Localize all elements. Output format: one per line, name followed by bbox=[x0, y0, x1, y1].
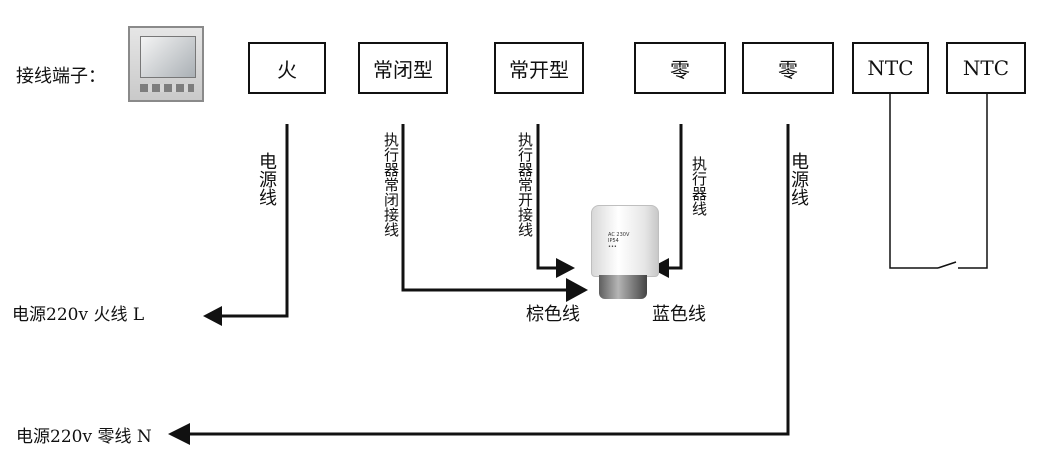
wire-ntc bbox=[889, 94, 988, 269]
label-brown-wire: 棕色线 bbox=[526, 304, 580, 325]
wire-fire bbox=[215, 124, 289, 318]
arrow-icon bbox=[650, 258, 669, 278]
terminal-ntc-2: NTC bbox=[946, 42, 1026, 94]
terminal-fire: 火 bbox=[248, 42, 326, 94]
terminal-ntc-1: NTC bbox=[852, 42, 929, 94]
wire-nc bbox=[401, 124, 570, 292]
arrow-icon bbox=[168, 423, 190, 445]
wire-zero2 bbox=[185, 124, 790, 436]
thermostat-icon bbox=[128, 26, 204, 102]
actuator-cap: AC 230V IP54 ••• bbox=[591, 205, 659, 277]
label-blue-wire: 蓝色线 bbox=[652, 304, 706, 325]
arrow-icon bbox=[203, 306, 222, 326]
terminal-zero-1: 零 bbox=[634, 42, 726, 94]
label-neutral-n: 电源220v 零线 N bbox=[16, 427, 152, 447]
actuator-ring bbox=[599, 275, 647, 299]
label-actuator-nc: 执行器常闭接线 bbox=[378, 132, 400, 237]
thermostat-keys bbox=[140, 84, 194, 92]
arrow-icon bbox=[566, 278, 588, 302]
label-actuator-zero: 执行器线 bbox=[686, 156, 708, 216]
terminal-zero-2: 零 bbox=[742, 42, 834, 94]
actuator-spec-text: AC 230V IP54 ••• bbox=[608, 232, 630, 250]
arrow-icon bbox=[556, 258, 575, 278]
terminal-normally-open: 常开型 bbox=[494, 42, 584, 94]
actuator-icon: AC 230V IP54 ••• bbox=[585, 205, 665, 305]
label-actuator-no: 执行器常开接线 bbox=[512, 132, 534, 237]
wire-no bbox=[536, 124, 565, 270]
terminal-normally-closed: 常闭型 bbox=[358, 42, 448, 94]
label-live-l: 电源220v 火线 L bbox=[12, 305, 145, 325]
label-power-line-fire: 电源线 bbox=[256, 152, 281, 206]
ntc-switch-icon bbox=[937, 261, 957, 269]
thermostat-screen bbox=[140, 36, 196, 78]
terminal-title: 接线端子： bbox=[16, 66, 106, 87]
label-power-line-zero: 电源线 bbox=[788, 152, 813, 206]
